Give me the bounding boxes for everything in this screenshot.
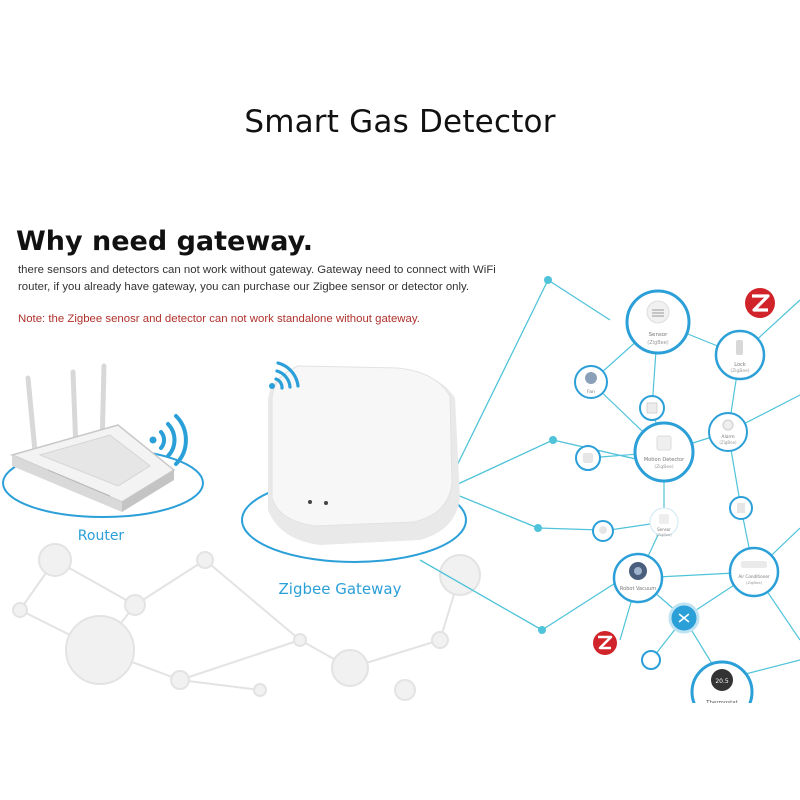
background-network: [12, 543, 481, 701]
note-text: Note: the Zigbee senosr and detector can…: [18, 313, 420, 325]
device-node-robot-vacuum: Robot Vacuum: [612, 552, 664, 604]
zigbee-logo-icon-bottom: [593, 631, 617, 655]
svg-text:(ZigBee): (ZigBee): [647, 340, 669, 346]
device-node-hub: [668, 602, 700, 634]
router-label: Router: [78, 528, 125, 544]
device-node-sensor: Sensor (ZigBee): [625, 289, 691, 355]
svg-text:(ZigBee): (ZigBee): [656, 533, 672, 537]
svg-text:(ZigBee): (ZigBee): [730, 368, 750, 374]
zigbee-logo-icon: [745, 288, 775, 318]
svg-text:Fan: Fan: [587, 389, 595, 395]
svg-text:(ZigBee): (ZigBee): [719, 440, 737, 445]
svg-text:Sensor: Sensor: [657, 527, 671, 532]
svg-text:Robot Vacuum: Robot Vacuum: [620, 586, 656, 592]
description-text: there sensors and detectors can not work…: [18, 264, 496, 293]
svg-text:Sensor: Sensor: [649, 332, 669, 338]
device-node-lock: Lock (ZigBee): [714, 329, 766, 381]
router-image: [9, 363, 176, 512]
section-heading: Why need gateway.: [16, 226, 314, 257]
device-node-sensor-2: Sensor (ZigBee): [649, 507, 679, 537]
device-node-motion-detector: Motion Detector (ZigBee): [633, 421, 695, 483]
gateway-wifi-icon: [269, 361, 300, 390]
svg-text:Motion Detector: Motion Detector: [644, 457, 685, 463]
device-node-curtain: [729, 496, 753, 520]
router-wifi-icon: [149, 414, 188, 466]
svg-text:Air Conditioner: Air Conditioner: [738, 574, 770, 579]
device-node-speaker: [641, 650, 661, 670]
device-node-switch: [639, 395, 665, 421]
gateway-device: [268, 365, 460, 545]
page-title: Smart Gas Detector: [244, 104, 556, 140]
device-node-fan: Fan: [574, 365, 608, 399]
gateway-connection-lines: [419, 279, 641, 631]
svg-text:(ZigBee): (ZigBee): [746, 580, 763, 585]
svg-text:Lock: Lock: [734, 362, 746, 368]
network-node-dots: [534, 276, 557, 634]
device-node-alarm: Alarm (ZigBee): [708, 412, 748, 452]
svg-text:(ZigBee): (ZigBee): [654, 464, 674, 470]
device-node-air-conditioner: Air Conditioner (ZigBee): [728, 546, 780, 598]
device-node-bulb: [592, 520, 614, 542]
device-node-plug: [575, 445, 601, 471]
gateway-label: Zigbee Gateway: [279, 580, 402, 598]
svg-text:20.5: 20.5: [715, 678, 729, 685]
svg-text:Alarm: Alarm: [721, 434, 734, 440]
